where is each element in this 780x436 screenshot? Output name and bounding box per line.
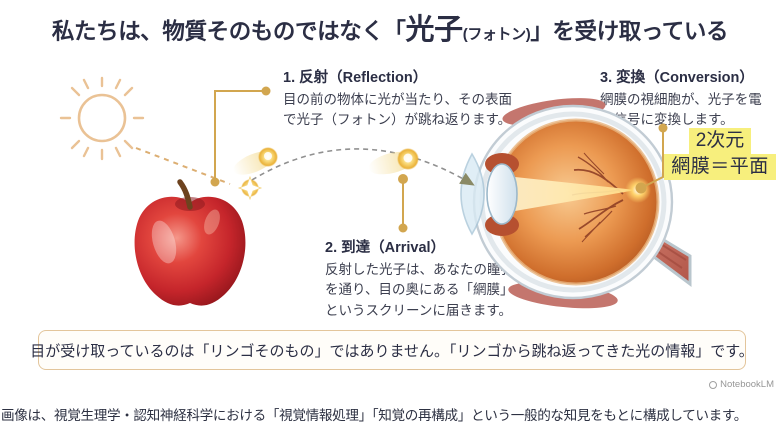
notebooklm-label: NotebookLM	[720, 379, 774, 390]
photon-icon	[233, 147, 278, 175]
callout-line-2d: 2次元	[688, 128, 752, 154]
step-conversion-heading: 3. 変換（Conversion）	[600, 70, 754, 86]
sun-icon	[59, 76, 145, 161]
step-reflection-body: 目の前の物体に光が当たり、その表面 で光子（フォトン）が跳ね返ります。	[283, 92, 512, 128]
summary-text: 目が受け取っているのは「リンゴそのもの」ではありません。「リンゴから跳ね返ってき…	[30, 342, 754, 360]
step-arrival-body: 反射した光子は、あなたの瞳孔 を通り、目の奥にある「網膜」 というスクリーンに届…	[325, 262, 514, 318]
title-text-post: 」を受け取っている	[530, 19, 729, 44]
step-conversion: 3. 変換（Conversion） 網膜の視細胞が、光子を電 気信号に変換します…	[600, 66, 778, 131]
apple-illustration	[134, 179, 246, 306]
footnote-text: 画像は、視覚生理学・認知神経科学における「視覚情報処理」「知覚の再構成」という一…	[1, 408, 748, 423]
retina-2d-callout: 2次元 網膜＝平面	[660, 128, 780, 180]
eye-illustration	[460, 98, 692, 309]
callout-line-retina-plane: 網膜＝平面	[664, 153, 776, 180]
notebooklm-watermark: NotebookLM	[709, 379, 774, 390]
title-emphasis-photon: 光子	[405, 14, 464, 46]
title-emphasis-reading: (フォトン)	[462, 26, 531, 43]
connector-step-1	[210, 86, 271, 187]
step-reflection-heading: 1. 反射（Reflection）	[283, 70, 428, 86]
photon-trajectory-arc	[251, 148, 475, 186]
step-arrival-heading: 2. 到達（Arrival）	[325, 240, 446, 256]
page-title: 私たちは、物質そのものではなく「光子(フォトン)」を受け取っている	[0, 6, 780, 48]
step-conversion-body: 網膜の視細胞が、光子を電 気信号に変換します。	[600, 92, 762, 128]
step-reflection: 1. 反射（Reflection） 目の前の物体に光が当たり、その表面 で光子（…	[283, 66, 533, 131]
notebooklm-logo-icon	[709, 380, 718, 389]
connector-step-2	[398, 174, 408, 233]
step-arrival: 2. 到達（Arrival） 反射した光子は、あなたの瞳孔 を通り、目の奥にある…	[325, 236, 555, 321]
title-text-pre: 私たちは、物質そのものではなく「	[51, 19, 406, 44]
photon-icon	[368, 148, 419, 175]
summary-box: 目が受け取っているのは「リンゴそのもの」ではありません。「リンゴから跳ね返ってき…	[30, 330, 754, 370]
